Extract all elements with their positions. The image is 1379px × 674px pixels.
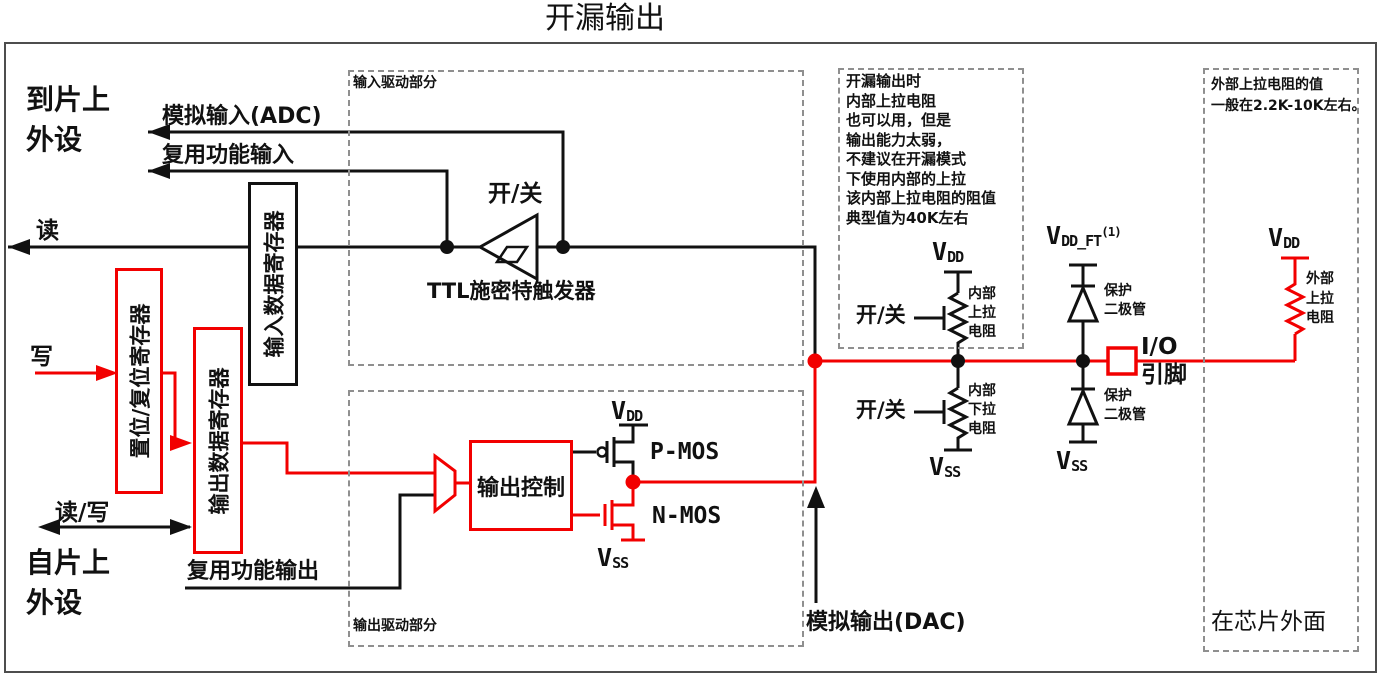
register-input-data: 输入数据寄存器	[248, 182, 298, 386]
external-vdd-label: VDD	[1268, 223, 1300, 252]
schmitt-switch-label: 开/关	[488, 181, 543, 207]
pulldown-switch-label: 开/关	[856, 398, 906, 422]
pullup-switch-label: 开/关	[856, 303, 906, 327]
page-title: 开漏输出	[545, 1, 665, 36]
label-read-write: 读/写	[55, 500, 110, 526]
register-output-data-label: 输出数据寄存器	[207, 367, 231, 514]
red-wires	[35, 256, 1309, 542]
vddft-label: VDD_FT(1)	[1046, 221, 1122, 250]
output-control-label: 输出控制	[476, 475, 565, 501]
write-arrowhead	[96, 365, 118, 381]
label-analog-input: 模拟输入(ADC)	[162, 104, 322, 129]
wire-af-input	[148, 169, 449, 247]
nmos-label: N-MOS	[652, 503, 722, 529]
io-pin-label: I/O 引脚	[1141, 334, 1187, 388]
label-write: 写	[30, 344, 53, 370]
junction-dot-red	[625, 474, 641, 490]
io-pin-pad	[1106, 346, 1138, 376]
wire-af-output	[185, 493, 436, 590]
lower-diode-label: 保护 二极管	[1104, 388, 1146, 423]
external-pullup-note: 外部上拉电阻的值 一般在2.2K-10K左右。	[1211, 77, 1366, 114]
diode-vss-label: VSS	[1056, 446, 1088, 475]
register-input-data-label: 输入数据寄存器	[262, 210, 286, 358]
read-arrowhead	[8, 239, 30, 255]
pmos-label: P-MOS	[650, 439, 720, 465]
internal-pullup-note-box	[838, 68, 1024, 349]
register-output-data: 输出数据寄存器	[193, 327, 243, 554]
pmos-gate-bubble	[596, 446, 608, 458]
label-from-onchip-peripheral: 自片上 外设	[26, 546, 111, 619]
wire-outputreg-to-mux	[237, 441, 435, 475]
input-driver-box	[348, 70, 804, 366]
junction-dot	[1076, 354, 1090, 368]
pmos-vdd-label: VDD	[611, 396, 643, 425]
output-control-block: 输出控制	[469, 440, 573, 531]
af-input-arrowhead	[148, 163, 170, 179]
outside-chip-label: 在芯片外面	[1211, 609, 1326, 635]
nmos-source-lead	[612, 523, 635, 540]
read-write-arrowhead-left	[38, 519, 60, 535]
pulldown-resistor-label: 内部 下拉 电阻	[968, 383, 996, 437]
pullup-vdd-label: VDD	[932, 237, 964, 266]
wire-mos-output	[633, 361, 817, 484]
junction-dot-red	[807, 353, 823, 369]
pullup-resistor-zigzag	[946, 291, 970, 347]
pulldown-resistor-zigzag	[946, 386, 970, 442]
hysteresis-icon	[494, 245, 530, 264]
label-af-output: 复用功能输出	[187, 559, 320, 584]
upper-protection-diode	[1066, 284, 1100, 323]
ext-resistor-zigzag	[1283, 280, 1307, 336]
lower-protection-diode	[1066, 387, 1100, 426]
pmos-source-lead	[614, 425, 635, 444]
analog-output-arrowhead	[807, 486, 825, 508]
pullup-resistor-label: 内部 上拉 电阻	[968, 286, 996, 340]
label-analog-output: 模拟输出(DAC)	[806, 610, 966, 635]
pulldown-vss-label: VSS	[929, 452, 961, 481]
mux-shape	[433, 453, 457, 515]
label-to-onchip-peripheral: 到片上 外设	[26, 83, 111, 156]
junction-dot	[556, 240, 570, 254]
outputreg-arrowhead	[170, 435, 192, 451]
external-resistor-label: 外部 上拉 电阻	[1306, 271, 1334, 326]
input-driver-section-label: 输入驱动部分	[353, 75, 437, 91]
diagram-border	[4, 42, 1377, 673]
junction-dot	[951, 354, 965, 368]
output-driver-section-label: 输出驱动部分	[353, 618, 437, 634]
junction-dot	[440, 240, 454, 254]
internal-pull-note: 开漏输出时 内部上拉电阻 也可以用，但是 输出能力太弱， 不建议在开漏模式 下使…	[846, 72, 997, 227]
output-driver-box	[348, 390, 804, 647]
register-set-reset-label: 置位/复位寄存器	[128, 303, 153, 459]
outside-chip-box	[1203, 68, 1359, 652]
schmitt-trigger-label: TTL施密特触发器	[427, 279, 596, 303]
label-read: 读	[36, 218, 59, 244]
nmos-drain-lead	[612, 483, 635, 507]
wire-analog-input	[148, 130, 565, 247]
read-write-arrowhead-right	[170, 519, 192, 535]
label-af-input: 复用功能输入	[162, 143, 295, 168]
analog-input-arrowhead	[148, 124, 170, 140]
register-set-reset: 置位/复位寄存器	[115, 268, 163, 494]
nmos-vss-label: VSS	[597, 543, 629, 572]
upper-diode-label: 保护 二极管	[1104, 283, 1146, 318]
